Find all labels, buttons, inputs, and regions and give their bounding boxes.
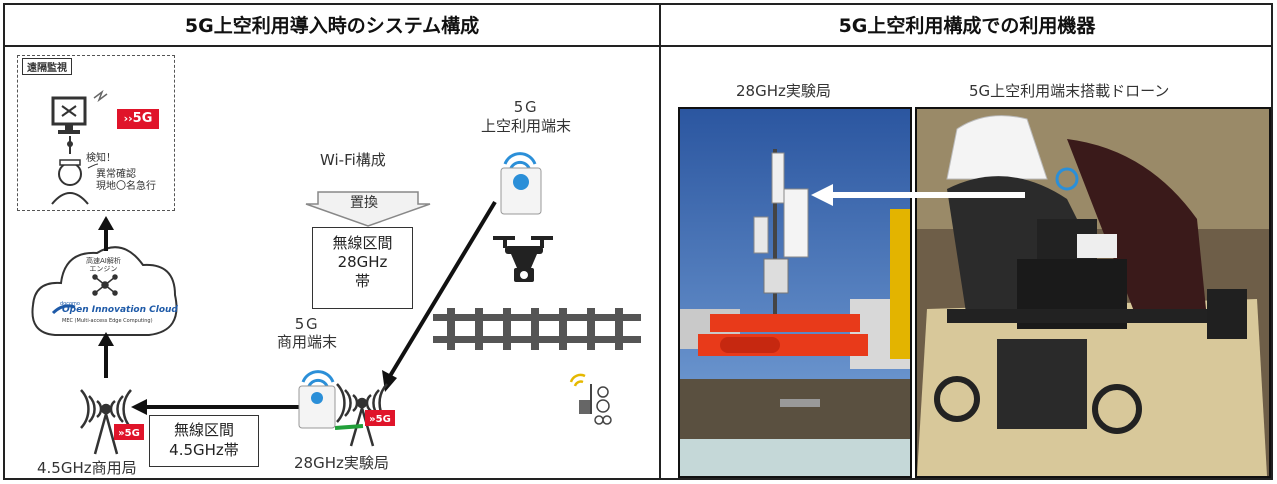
anomaly-text: 異常確認 xyxy=(96,169,136,180)
monitor-icon xyxy=(51,96,87,134)
5g-logo-4-5ghz xyxy=(114,424,144,440)
photo2-caption: 5G上空利用端末搭載ドローン xyxy=(969,82,1170,100)
commercial-terminal-line-2: 商用端末 xyxy=(276,333,337,351)
arrow-up-to-monitoring xyxy=(98,216,114,251)
radio-28-line-2: 28GHz xyxy=(337,253,388,271)
drone-terminal-icon xyxy=(500,152,542,215)
cloud-shape xyxy=(31,246,178,336)
dispatch-text: 現地〇名急行 xyxy=(96,181,156,192)
5g-logo-28ghz xyxy=(365,410,395,426)
commercial-terminal-line-1: 5Ｇ xyxy=(294,315,320,333)
arrow-up-to-cloud xyxy=(98,332,114,378)
operator-icon xyxy=(51,136,89,205)
ai-engine-label: 高速AI解析 エンジン xyxy=(86,257,121,273)
panel-divider xyxy=(659,3,661,480)
signal-icon xyxy=(93,89,108,103)
replace-arrow-icon xyxy=(305,191,431,227)
header-rule xyxy=(3,45,1273,47)
drone-terminal-line-1: 5Ｇ xyxy=(513,98,539,116)
detect-label: 検知！ xyxy=(86,153,116,164)
photo-drone xyxy=(915,107,1271,478)
right-panel-title: 5G上空利用構成での利用機器 xyxy=(838,15,1096,37)
outer-frame xyxy=(3,3,1273,480)
cloud-brand-small: docomo xyxy=(60,301,80,307)
radio-4-5ghz-box: 無線区間 4.5GHz帯 xyxy=(149,415,259,467)
wifi-label: Wi-Fi構成 xyxy=(320,151,386,169)
radio-28-line-1: 無線区間 xyxy=(332,234,393,252)
station-4-5ghz-label: 4.5GHz商用局 xyxy=(37,459,137,477)
network-node-icon xyxy=(92,274,118,296)
drone-terminal-line-2: 上空利用端末 xyxy=(480,117,571,135)
svg-text:»5G: »5G xyxy=(369,414,391,425)
drone-photo-illustration xyxy=(917,109,1269,476)
remote-monitoring-box: 遠隔監視 ››5G 検知！ 異常確認 現地〇名急行 xyxy=(17,55,175,211)
ai-engine-text-1: 高速AI解析 xyxy=(86,257,121,265)
radio-28ghz-box: 無線区間 28GHz 帯 xyxy=(312,227,413,309)
photo1-caption: 28GHz実験局 xyxy=(736,82,831,100)
mec-label: MEC (Multi-access Edge Computing) xyxy=(62,318,153,324)
monitoring-label: 遠隔監視 xyxy=(22,58,72,75)
commercial-terminal-icon xyxy=(298,370,336,429)
cloud-brand: Open Innovation Cloud xyxy=(62,305,178,315)
station-photo-illustration xyxy=(680,109,910,476)
anomaly-label: 異常確認 現地〇名急行 xyxy=(96,169,156,193)
arrow-to-commercial-station xyxy=(131,399,301,415)
device-link-arrow xyxy=(811,184,1025,206)
svg-text:»5G: »5G xyxy=(118,428,140,439)
ai-engine-text-2: エンジン xyxy=(89,265,118,273)
5g-logo-monitoring: ››5G xyxy=(117,109,159,129)
drone-icon xyxy=(493,236,553,282)
system-diagram: »5G »5G xyxy=(80,152,641,455)
crossing-person-icon xyxy=(569,373,612,425)
radio-45-line-2: 4.5GHz帯 xyxy=(169,441,239,459)
drone-terminal-label: 5Ｇ 上空利用端末 xyxy=(470,98,582,136)
fiber-link-icon xyxy=(334,424,364,430)
radio-45-line-1: 無線区間 xyxy=(173,421,234,439)
commercial-terminal-label: 5Ｇ 商用端末 xyxy=(262,315,352,351)
photo-28ghz-station xyxy=(678,107,912,478)
radio-28-line-3: 帯 xyxy=(354,272,370,290)
station-28ghz-label: 28GHz実験局 xyxy=(294,454,389,472)
rail-track-icon xyxy=(433,308,641,350)
antenna-4-5ghz-icon xyxy=(80,389,132,455)
monitoring-illustration xyxy=(51,89,108,205)
replace-label: 置換 xyxy=(350,195,378,211)
left-panel-title: 5G上空利用導入時のシステム構成 xyxy=(184,15,480,37)
